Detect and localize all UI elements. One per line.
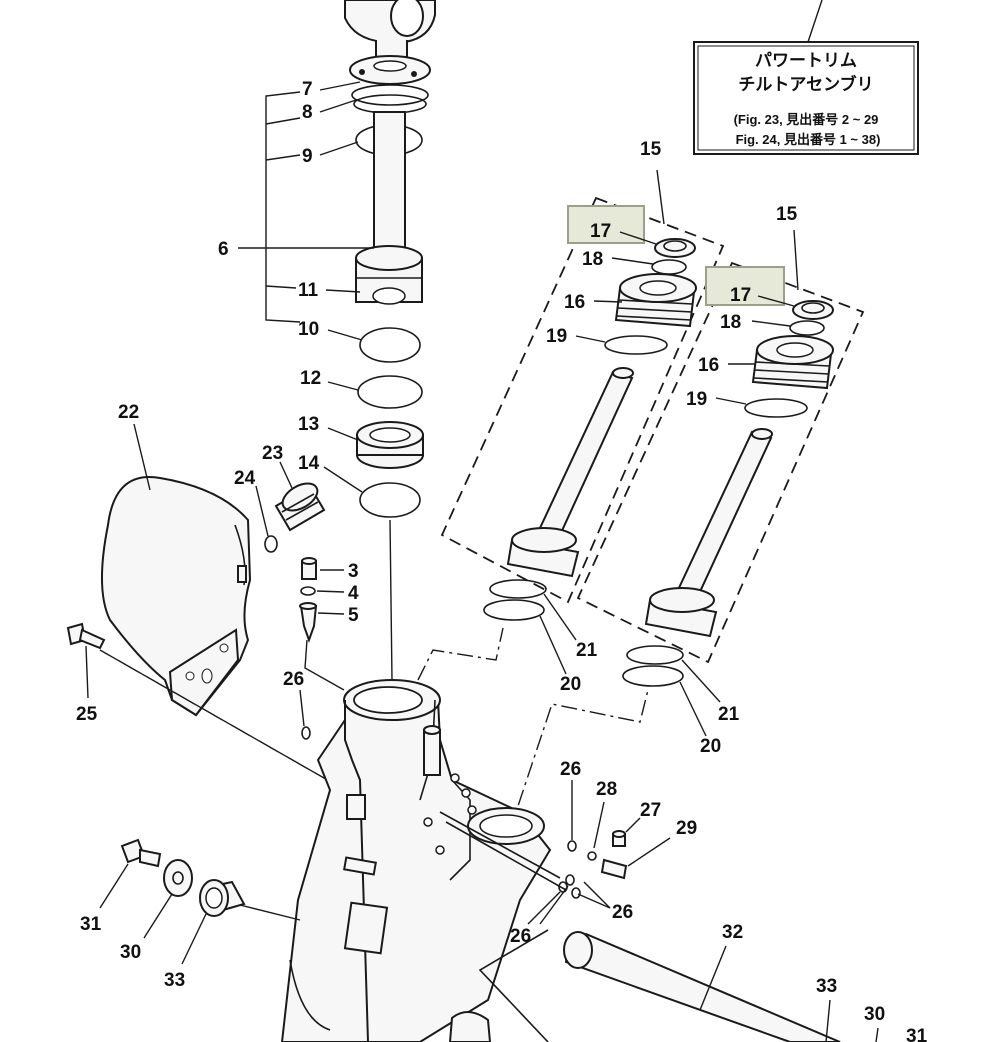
label-15-right: 15 xyxy=(776,204,798,225)
ring-21-right xyxy=(626,645,684,665)
label-24: 24 xyxy=(234,468,256,489)
callout-title-line2: チルトアセンブリ xyxy=(738,74,873,94)
small-parts-26-29 xyxy=(439,780,671,925)
label-21-right: 21 xyxy=(718,704,740,725)
label-18-right: 18 xyxy=(720,312,741,333)
label-30-right: 30 xyxy=(864,1004,885,1025)
valve-parts-3-4-5 xyxy=(299,557,345,691)
bolt-25 xyxy=(66,622,106,699)
callout-ref-line2: Fig. 24, 見出番号 1 ~ 38) xyxy=(736,132,881,147)
ring-20-left xyxy=(483,599,545,621)
label-7: 7 xyxy=(302,79,313,100)
label-19-left: 19 xyxy=(546,326,567,347)
label-23: 23 xyxy=(262,443,283,464)
label-21-left: 21 xyxy=(576,640,598,661)
label-12: 12 xyxy=(300,368,321,389)
label-17-left: 17 xyxy=(590,221,611,242)
callout-ref-line1: (Fig. 23, 見出番号 2 ~ 29 xyxy=(734,112,879,127)
label-33-left: 33 xyxy=(164,970,185,991)
ring-21-left xyxy=(489,579,547,599)
tilt-ram-group-right xyxy=(576,261,865,664)
reservoir-cover-22 xyxy=(101,476,252,717)
label-5: 5 xyxy=(348,605,359,626)
ring-24 xyxy=(264,535,278,553)
label-32: 32 xyxy=(722,922,743,943)
filter-23 xyxy=(274,482,326,532)
label-26-upper: 26 xyxy=(283,669,304,690)
label-16-right: 16 xyxy=(698,355,719,376)
label-27: 27 xyxy=(640,800,661,821)
mount-parts-left xyxy=(99,838,301,965)
label-18-left: 18 xyxy=(582,249,603,270)
o-ring-10 xyxy=(359,327,421,363)
label-8: 8 xyxy=(302,102,313,123)
assembly-callout: パワートリム チルトアセンブリ (Fig. 23, 見出番号 2 ~ 29 Fi… xyxy=(693,0,919,155)
seal-13 xyxy=(356,421,424,469)
label-20-right: 20 xyxy=(700,736,721,757)
label-15-left: 15 xyxy=(640,139,662,160)
piston-rod-assembly xyxy=(344,0,436,681)
label-14: 14 xyxy=(298,453,320,474)
label-9: 9 xyxy=(302,146,313,167)
bracket-6 xyxy=(238,81,374,493)
label-26-right: 26 xyxy=(612,902,633,923)
label-4: 4 xyxy=(348,583,359,604)
label-16-left: 16 xyxy=(564,292,585,313)
ram-leaders xyxy=(539,231,795,737)
backup-ring-12 xyxy=(357,375,423,409)
label-3: 3 xyxy=(348,561,359,582)
label-30-left: 30 xyxy=(120,942,141,963)
label-28: 28 xyxy=(596,779,617,800)
part-number-labels: 7 8 9 6 11 10 12 13 14 22 23 24 3 4 5 25… xyxy=(76,79,928,1042)
label-6: 6 xyxy=(218,239,229,260)
label-11: 11 xyxy=(298,280,319,301)
callout-title-line1: パワートリム xyxy=(755,51,857,70)
axis-line-right xyxy=(499,689,649,861)
tilt-ram-right xyxy=(644,300,834,638)
tilt-shaft-32 xyxy=(478,929,841,1042)
label-31-left: 31 xyxy=(80,914,102,935)
label-10: 10 xyxy=(298,319,319,340)
tilt-ram-group-left xyxy=(440,196,725,604)
axis-line-left xyxy=(417,627,504,681)
label-13: 13 xyxy=(298,414,319,435)
ring-26-upper xyxy=(301,726,311,740)
highlight-17-right xyxy=(705,266,785,306)
cylinder-body xyxy=(280,679,552,1042)
label-17-right: 17 xyxy=(730,285,751,306)
label-26-mid: 26 xyxy=(560,759,581,780)
label-22: 22 xyxy=(118,402,139,423)
tilt-ram-left xyxy=(506,238,697,578)
highlight-17-left xyxy=(567,205,645,244)
label-19-right: 19 xyxy=(686,389,707,410)
o-ring-14 xyxy=(359,482,421,518)
label-29: 29 xyxy=(676,818,697,839)
label-20-left: 20 xyxy=(560,674,581,695)
label-31-right: 31 xyxy=(906,1026,928,1042)
label-26-lower: 26 xyxy=(510,926,531,947)
label-33-right: 33 xyxy=(816,976,837,997)
ring-20-right xyxy=(622,665,684,687)
label-25: 25 xyxy=(76,704,98,725)
